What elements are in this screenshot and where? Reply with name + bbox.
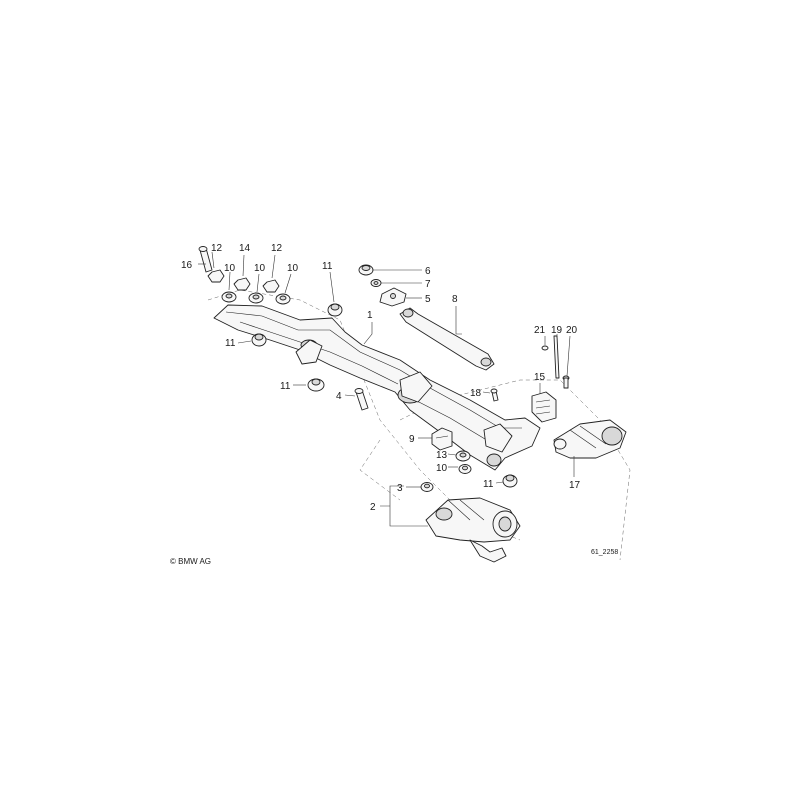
label-10-d: 10 [436, 463, 448, 474]
label-9: 9 [409, 434, 415, 445]
seal-20 [562, 375, 570, 389]
label-14: 14 [239, 243, 251, 254]
label-10-a: 10 [224, 263, 236, 274]
rod-19 [553, 335, 560, 379]
label-4: 4 [336, 391, 342, 402]
label-2: 2 [370, 502, 376, 513]
bolt-16 [198, 246, 213, 273]
clip-21 [541, 345, 549, 351]
washer-10-a [221, 291, 237, 303]
label-8: 8 [452, 294, 458, 305]
washer-10-c [275, 293, 291, 305]
callout-labels: 16 12 14 12 10 10 10 11 6 7 5 8 1 11 11 … [181, 243, 581, 513]
washer-10-bottom [458, 464, 472, 474]
label-11-top: 11 [322, 261, 333, 272]
wiper-linkage-frame [213, 304, 541, 471]
screw-18 [490, 388, 499, 402]
label-20: 20 [566, 325, 578, 336]
label-10-b: 10 [254, 263, 266, 274]
rubber-mount-11-left [251, 333, 267, 347]
linkage-rod [399, 307, 495, 371]
label-11-mid: 11 [280, 381, 291, 392]
rubber-mount-11-top [327, 303, 343, 317]
label-7: 7 [425, 279, 431, 290]
label-5: 5 [425, 294, 431, 305]
label-10-c: 10 [287, 263, 299, 274]
label-13: 13 [436, 450, 448, 461]
label-18: 18 [470, 388, 482, 399]
label-16: 16 [181, 260, 193, 271]
label-17: 17 [569, 480, 581, 491]
nut-3 [420, 482, 434, 492]
label-12-left: 12 [211, 243, 223, 254]
label-11-bottom: 11 [483, 479, 494, 490]
bushing-6 [358, 264, 374, 276]
wiper-motor-2 [425, 497, 521, 563]
rubber-mount-11-mid [307, 378, 325, 392]
rubber-mount-11-bottom [502, 474, 518, 488]
leader-lines [198, 251, 575, 527]
bracket-5 [379, 287, 407, 307]
bolt-4 [354, 388, 369, 411]
label-12-right: 12 [271, 243, 283, 254]
copyright-notice: © BMW AG [170, 557, 211, 566]
label-1: 1 [367, 310, 373, 321]
label-19: 19 [551, 325, 563, 336]
label-11-left: 11 [225, 338, 236, 349]
bracket-15 [531, 391, 557, 423]
nut-12-b [262, 279, 280, 293]
washer-10-b [248, 292, 264, 304]
label-6: 6 [425, 266, 431, 277]
nut-14 [233, 277, 251, 291]
wiper-motor-17 [553, 419, 627, 459]
diagram-id: 61_2258 [591, 549, 618, 556]
label-3: 3 [397, 483, 403, 494]
nut-12-a [207, 269, 225, 283]
rubber-bracket-9 [431, 427, 453, 451]
label-21: 21 [534, 325, 546, 336]
label-15: 15 [534, 372, 546, 383]
ring-13 [455, 450, 471, 462]
washer-7 [370, 279, 382, 287]
